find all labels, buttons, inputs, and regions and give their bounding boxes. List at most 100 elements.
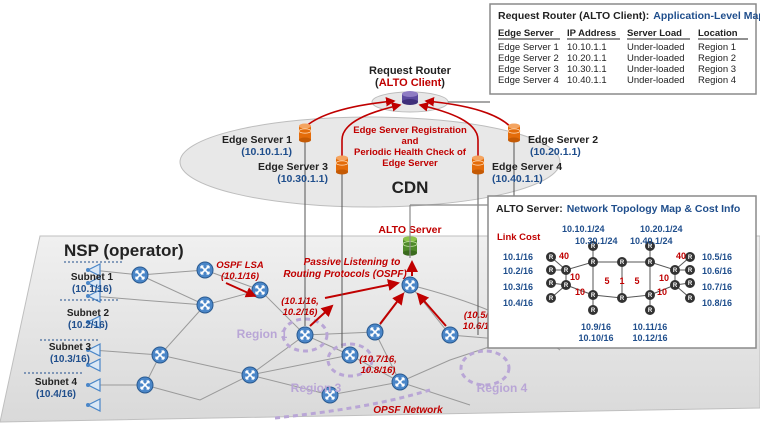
svg-text:R: R bbox=[549, 281, 554, 287]
edge-server-1-name: Edge Server 1 bbox=[222, 134, 292, 146]
region1-label: Region 1 bbox=[237, 327, 288, 341]
registration-text: Edge Server Registration and Periodic He… bbox=[353, 125, 467, 169]
svg-text:10.11/16: 10.11/16 bbox=[633, 322, 668, 332]
svg-text:R: R bbox=[620, 296, 625, 302]
passive-listening-1: Passive Listening to bbox=[304, 257, 401, 268]
svg-text:Server Load: Server Load bbox=[627, 28, 682, 39]
nsp-label: NSP (operator) bbox=[64, 241, 184, 260]
svg-text:10.5/16: 10.5/16 bbox=[702, 252, 732, 262]
region-circles bbox=[281, 317, 511, 387]
region4-prefix-1: (10.5/ bbox=[464, 310, 490, 321]
svg-text:R: R bbox=[688, 296, 693, 302]
ospf-lsa-arrow bbox=[225, 282, 257, 298]
svg-text:Subnet 3: Subnet 3 bbox=[49, 342, 92, 353]
svg-text:(10.4/16): (10.4/16) bbox=[36, 389, 76, 400]
topology-bottom-prefixes: 10.9/16 10.10/16 10.11/16 10.12/16 bbox=[578, 322, 667, 343]
edge-server-4-ip: (10.40.1.1) bbox=[492, 173, 543, 185]
svg-text:Region 1: Region 1 bbox=[698, 42, 736, 53]
svg-text:10.20.1/24: 10.20.1/24 bbox=[640, 224, 683, 234]
ospf-lsa-prefix: (10.1/16) bbox=[221, 271, 259, 282]
svg-text:R: R bbox=[591, 244, 596, 250]
region4-prefix-2: 10.6/1 bbox=[463, 321, 489, 332]
svg-text:10.10/16: 10.10/16 bbox=[578, 333, 613, 343]
edge-server-3-name: Edge Server 3 bbox=[258, 161, 328, 173]
svg-text:Edge Server: Edge Server bbox=[498, 28, 554, 39]
link-cost-label: Link Cost bbox=[497, 232, 541, 243]
region3-prefix-1: (10.7/16, bbox=[359, 354, 397, 365]
svg-text:R: R bbox=[564, 283, 569, 289]
svg-text:10.30.1/24: 10.30.1/24 bbox=[575, 236, 618, 246]
topology-map-box: ALTO Server:Network Topology Map & Cost … bbox=[487, 195, 757, 349]
svg-text:5: 5 bbox=[634, 276, 639, 286]
svg-text:10: 10 bbox=[570, 272, 580, 282]
edge-server-2-ip: (10.20.1.1) bbox=[530, 146, 581, 158]
svg-text:10.1/16: 10.1/16 bbox=[503, 252, 533, 262]
edge-server-1-ip: (10.10.1.1) bbox=[241, 146, 292, 158]
application-map-title: Request Router (ALTO Client):Application… bbox=[498, 10, 760, 22]
edge-server-2-icon bbox=[507, 123, 521, 143]
cdn-label: CDN bbox=[392, 178, 429, 197]
svg-text:Subnet 1: Subnet 1 bbox=[71, 272, 114, 283]
topology-link-costs: 40 10 10 5 1 5 10 10 40 bbox=[559, 251, 686, 297]
svg-text:R: R bbox=[648, 260, 653, 266]
svg-text:Periodic Health Check of: Periodic Health Check of bbox=[354, 147, 467, 158]
svg-text:10.6/16: 10.6/16 bbox=[702, 266, 732, 276]
svg-text:Region 3: Region 3 bbox=[698, 64, 736, 75]
svg-text:10.30.1.1: 10.30.1.1 bbox=[567, 64, 607, 75]
cdn-ellipse bbox=[179, 116, 561, 208]
application-map-header: Edge Server IP Address Server Load Locat… bbox=[498, 28, 738, 39]
topology-left-prefixes: 10.1/16 10.2/16 10.3/16 10.4/16 bbox=[503, 252, 533, 308]
svg-text:(10.3/16): (10.3/16) bbox=[50, 354, 90, 365]
application-map-box: Request Router (ALTO Client):Application… bbox=[489, 3, 760, 95]
svg-text:Edge Server 2: Edge Server 2 bbox=[498, 53, 559, 64]
region4-label: Region 4 bbox=[477, 381, 528, 395]
svg-text:Subnet 4: Subnet 4 bbox=[35, 377, 78, 388]
svg-text:R: R bbox=[549, 296, 554, 302]
svg-text:10.10.1.1: 10.10.1.1 bbox=[567, 42, 607, 53]
svg-text:Subnet 2: Subnet 2 bbox=[67, 308, 110, 319]
topology-right-prefixes: 10.5/16 10.6/16 10.7/16 10.8/16 bbox=[702, 252, 732, 308]
svg-text:10.10.1/24: 10.10.1/24 bbox=[562, 224, 605, 234]
edge-server-3-ip: (10.30.1.1) bbox=[277, 173, 328, 185]
edge-server-2-name: Edge Server 2 bbox=[528, 134, 598, 146]
svg-text:10.2/16: 10.2/16 bbox=[503, 266, 533, 276]
svg-text:R: R bbox=[549, 268, 554, 274]
svg-text:R: R bbox=[591, 293, 596, 299]
svg-text:R: R bbox=[620, 260, 625, 266]
svg-text:Region 2: Region 2 bbox=[698, 53, 736, 64]
svg-text:R: R bbox=[688, 255, 693, 261]
alto-client-label: (ALTO Client) bbox=[375, 77, 445, 89]
svg-text:Under-loaded: Under-loaded bbox=[627, 75, 685, 86]
svg-text:R: R bbox=[648, 293, 653, 299]
svg-text:(10.1/16): (10.1/16) bbox=[72, 284, 112, 295]
svg-text:Under-loaded: Under-loaded bbox=[627, 64, 685, 75]
svg-text:Edge Server Registration: Edge Server Registration bbox=[353, 125, 467, 136]
region3-prefix-2: 10.8/16) bbox=[361, 365, 396, 376]
svg-text:Under-loaded: Under-loaded bbox=[627, 53, 685, 64]
svg-text:Location: Location bbox=[698, 28, 738, 39]
edge-server-1-icon bbox=[298, 123, 312, 143]
subnet-labels: Subnet 1 (10.1/16) Subnet 2 (10.2/16) Su… bbox=[24, 261, 124, 400]
svg-text:Region 4: Region 4 bbox=[698, 75, 736, 86]
svg-text:10.20.1.1: 10.20.1.1 bbox=[567, 53, 607, 64]
svg-text:10.12/16: 10.12/16 bbox=[632, 333, 667, 343]
svg-text:10.40.1/24: 10.40.1/24 bbox=[630, 236, 673, 246]
ospf-arrows bbox=[309, 260, 447, 327]
svg-text:R: R bbox=[591, 308, 596, 314]
region3-label: Region 3 bbox=[291, 381, 342, 395]
svg-text:10: 10 bbox=[657, 287, 667, 297]
svg-text:10.4/16: 10.4/16 bbox=[503, 298, 533, 308]
svg-text:10.3/16: 10.3/16 bbox=[503, 282, 533, 292]
svg-text:R: R bbox=[591, 260, 596, 266]
edge-server-3-icon bbox=[335, 155, 349, 175]
svg-text:R: R bbox=[648, 308, 653, 314]
svg-text:10: 10 bbox=[659, 273, 669, 283]
svg-text:R: R bbox=[688, 281, 693, 287]
svg-text:40: 40 bbox=[676, 251, 686, 261]
svg-text:10.9/16: 10.9/16 bbox=[581, 322, 611, 332]
region1-prefix-1: (10.1/16, bbox=[281, 296, 319, 307]
svg-text:R: R bbox=[673, 283, 678, 289]
topology-router-letters: R R R R R R R R R R R R R R R R R R R R … bbox=[549, 244, 693, 314]
svg-text:R: R bbox=[549, 255, 554, 261]
